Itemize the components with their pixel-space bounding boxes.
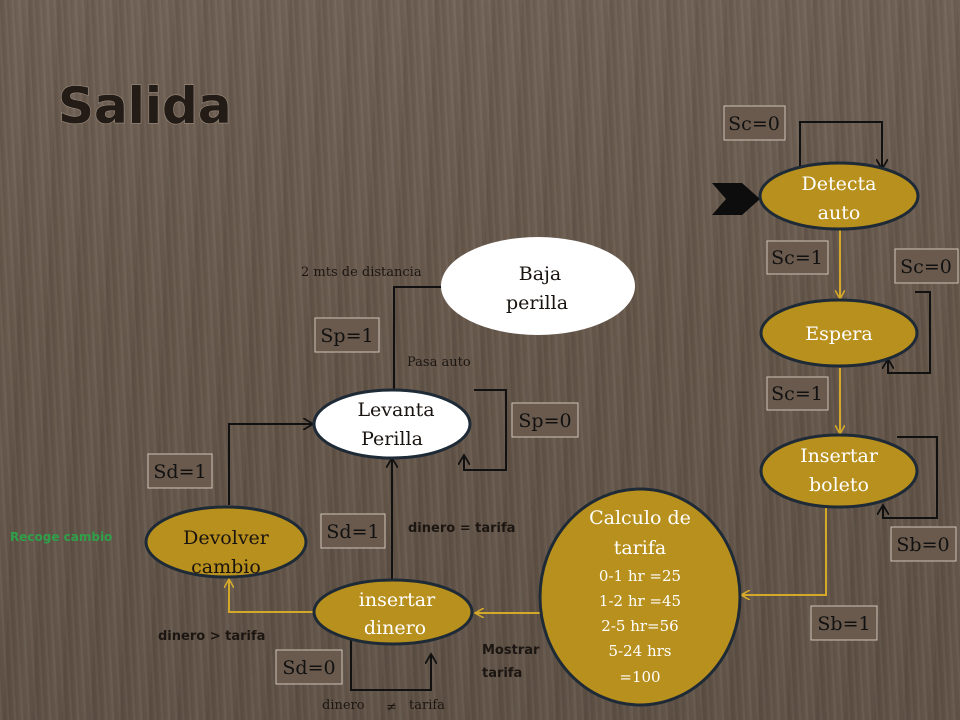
cond-sc0-top-text: Sc=0	[728, 113, 780, 135]
tarifa-row-2: 1-2 hr =45	[599, 592, 681, 610]
loop-espera	[888, 291, 931, 374]
tarifa-row-4: 5-24 hrs	[609, 642, 672, 660]
start-arrow	[712, 183, 760, 215]
cond-sp1-text: Sp=1	[320, 325, 373, 347]
loop-levanta	[464, 389, 507, 471]
note-mostrar-line1: Mostrar	[482, 643, 540, 658]
cond-sb1-text: Sb=1	[817, 613, 870, 635]
state-boleto-line1: Insertar	[800, 445, 879, 467]
state-insertar-boleto: Insertar boleto	[759, 433, 919, 509]
note-pasa-auto: Pasa auto	[407, 355, 471, 370]
state-detecta-auto: Detecta auto	[758, 161, 920, 231]
note-dinero-distinto-b: tarifa	[409, 698, 445, 713]
cond-box-sp1: Sp=1	[314, 317, 380, 353]
state-levanta-line2: Perilla	[361, 428, 423, 450]
cond-box-sp0: Sp=0	[511, 402, 579, 438]
tarifa-row-1: 0-1 hr =25	[599, 567, 681, 585]
slide-title: Salida	[58, 77, 232, 135]
note-dinero-igual: dinero = tarifa	[408, 521, 515, 536]
cond-sd1-left-text: Sd=1	[153, 461, 206, 483]
cond-box-sb0: Sb=0	[890, 526, 957, 562]
state-espera-label: Espera	[805, 323, 872, 345]
cond-box-sd1-mid: Sd=1	[320, 513, 386, 549]
cond-box-sc1-b: Sc=1	[766, 376, 829, 411]
edge-dinero-devolver	[229, 580, 314, 613]
state-dinero-line1: insertar	[359, 589, 436, 611]
state-baja-line1: Baja	[519, 263, 562, 285]
state-levanta-line1: Levanta	[357, 399, 434, 421]
cond-box-sc1-a: Sc=1	[766, 240, 829, 275]
note-recoge-cambio: Recoge cambio	[10, 530, 112, 544]
state-insertar-dinero: insertar dinero	[312, 578, 474, 646]
state-detecta-line1: Detecta	[802, 173, 877, 195]
note-distancia: 2 mts de distancia	[301, 265, 422, 280]
cond-sp0-text: Sp=0	[518, 410, 571, 432]
state-boleto-line2: boleto	[809, 474, 869, 496]
state-devolver-line2: cambio	[191, 556, 261, 578]
state-baja-perilla: Baja perilla	[441, 237, 635, 335]
cond-box-sb1: Sb=1	[810, 605, 878, 641]
edge-boleto-calculo	[742, 508, 827, 595]
cond-sc1-a-text: Sc=1	[771, 247, 823, 269]
state-devolver-cambio: Devolver cambio	[144, 505, 308, 579]
cond-sb0-text: Sb=0	[896, 534, 949, 556]
state-levanta-perilla: Levanta Perilla	[312, 388, 472, 460]
tarifa-row-3: 2-5 hr=56	[601, 617, 678, 635]
state-baja-line2: perilla	[506, 292, 568, 314]
cond-box-sc0-top: Sc=0	[723, 105, 786, 141]
cond-box-sd1-left: Sd=1	[147, 453, 213, 489]
state-calculo-line1: Calculo de	[589, 507, 691, 529]
edge-levanta-baja	[393, 287, 455, 392]
state-devolver-line1: Devolver	[183, 527, 270, 549]
note-dinero-mayor: dinero > tarifa	[158, 629, 265, 644]
state-detecta-line2: auto	[818, 202, 861, 224]
note-mostrar-line2: tarifa	[482, 666, 522, 681]
loop-dinero	[350, 640, 431, 691]
cond-box-sd0: Sd=0	[275, 649, 343, 685]
state-dinero-line2: dinero	[364, 617, 426, 639]
tarifa-row-5: =100	[619, 668, 660, 686]
loop-boleto	[883, 436, 938, 519]
state-calculo-line2: tarifa	[614, 537, 666, 559]
cond-sd1-mid-text: Sd=1	[326, 521, 379, 543]
edge-devolver-levanta	[228, 424, 312, 505]
cond-sd0-text: Sd=0	[282, 657, 335, 679]
loop-detecta	[799, 121, 882, 168]
note-dinero-distinto-a: dinero	[322, 698, 365, 713]
cond-box-sc0-right: Sc=0	[894, 248, 959, 284]
state-calculo-tarifa: Calculo de tarifa 0-1 hr =25 1-2 hr =45 …	[538, 487, 742, 707]
cond-sc0-right-text: Sc=0	[900, 256, 952, 278]
cond-sc1-b-text: Sc=1	[771, 383, 823, 405]
state-espera: Espera	[759, 298, 919, 368]
note-dinero-distinto-sym: ≠	[386, 700, 397, 715]
